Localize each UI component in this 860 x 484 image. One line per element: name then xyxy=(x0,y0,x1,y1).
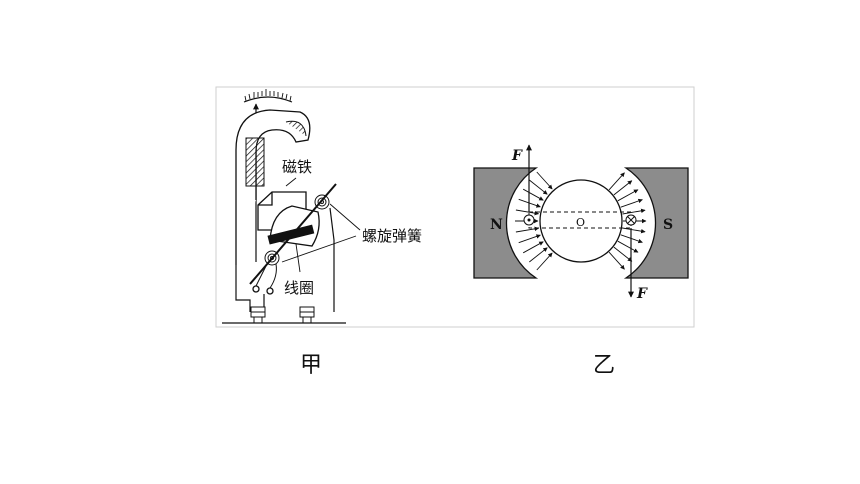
terminal-left xyxy=(250,306,266,324)
magnetic-field-lines xyxy=(515,171,647,271)
field-line-right xyxy=(608,251,625,270)
label-south: S xyxy=(663,217,673,233)
caption-jia: 甲 xyxy=(300,353,322,378)
field-line-right xyxy=(620,198,643,208)
caption-yi: 乙 xyxy=(593,353,615,378)
south-pole xyxy=(623,167,689,279)
field-line-left xyxy=(515,209,540,216)
field-line-right xyxy=(613,246,633,262)
label-north: N xyxy=(490,217,503,233)
current-out-symbol xyxy=(523,214,535,226)
spring-bottom xyxy=(264,250,280,266)
field-line-right xyxy=(613,180,633,196)
field-line-left xyxy=(536,171,553,190)
magnet-hatch xyxy=(245,137,265,187)
field-line-right xyxy=(617,189,639,202)
label-force-top: F xyxy=(511,148,523,164)
coil-bar xyxy=(267,224,315,245)
field-line-right xyxy=(617,240,639,253)
radial-field-figure xyxy=(473,144,689,298)
label-coil: 线圈 xyxy=(284,279,314,297)
field-line-left xyxy=(529,179,548,195)
iron-core xyxy=(539,179,623,263)
scale-arc xyxy=(243,96,293,103)
label-magnet: 磁铁 xyxy=(282,158,312,176)
terminal-right xyxy=(299,306,315,324)
field-line-right xyxy=(622,208,646,215)
field-line-left xyxy=(522,188,544,201)
current-in-symbol xyxy=(625,214,637,226)
field-line-right xyxy=(608,172,625,191)
label-center-o: O xyxy=(576,216,585,229)
galvanometer-figure xyxy=(222,89,361,324)
field-line-left xyxy=(518,234,541,244)
field-line-left xyxy=(529,247,548,263)
spring-top xyxy=(314,194,330,210)
field-line-left xyxy=(522,241,544,254)
field-line-left xyxy=(536,252,553,271)
label-force-bottom: F xyxy=(636,286,648,302)
figure-frame xyxy=(215,86,695,328)
label-spiral-spring: 螺旋弹簧 xyxy=(362,227,422,245)
north-pole xyxy=(473,167,539,279)
field-line-right xyxy=(622,227,646,234)
field-line-left xyxy=(515,226,540,233)
scale-ticks xyxy=(244,89,292,102)
